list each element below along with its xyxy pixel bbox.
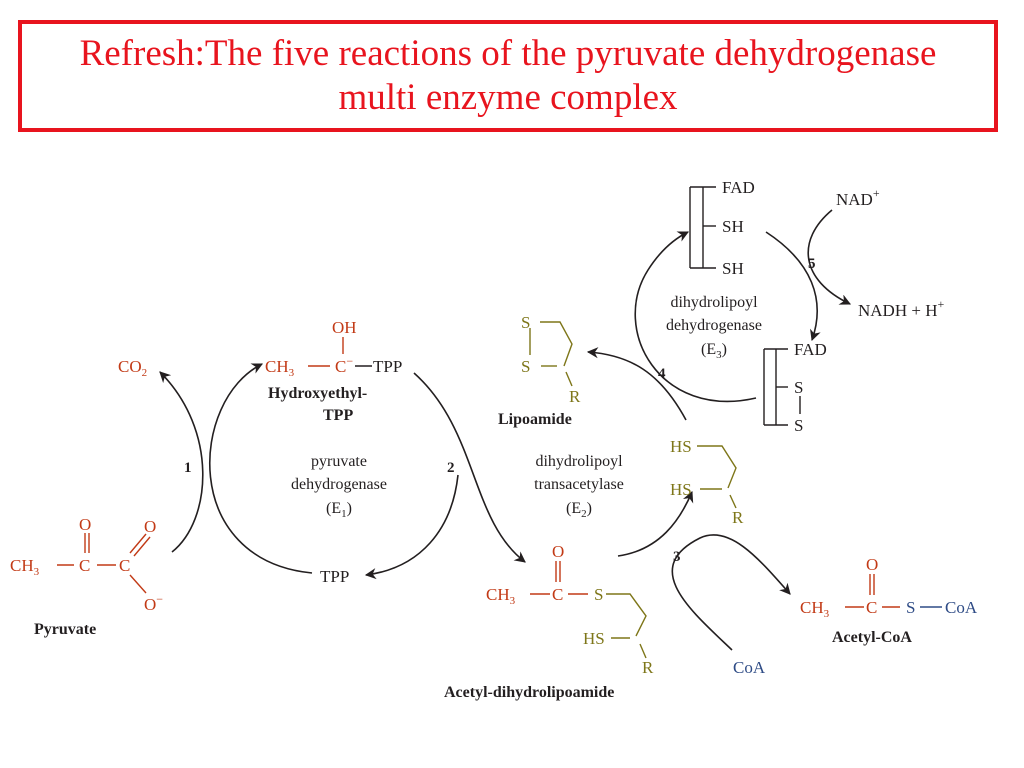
lipoamide-s2: S xyxy=(521,357,530,376)
title-line-1: Refresh:The five reactions of the pyruva… xyxy=(79,33,937,74)
e3-reduced-sh1: SH xyxy=(722,217,744,236)
acetyl-coa-c: C xyxy=(866,598,877,617)
title-box: Refresh:The five reactions of the pyruva… xyxy=(18,20,998,132)
svg-text:dihydrolipoyl: dihydrolipoyl xyxy=(535,453,623,470)
hydroxyethyl-ch3: CH3 xyxy=(265,357,295,379)
arrow-tpp-release xyxy=(364,474,459,580)
acetyl-lipoamide-s: S xyxy=(594,585,603,604)
svg-text:transacetylase: transacetylase xyxy=(534,476,624,493)
step-5: 5 xyxy=(808,256,816,272)
svg-text:pyruvate: pyruvate xyxy=(311,453,367,470)
lipoamide-name: Lipoamide xyxy=(498,411,572,428)
e3-reduced xyxy=(689,186,716,269)
dihydrolipoamide-hs2: HS xyxy=(670,480,692,499)
dihydrolipoamide: HS HS R xyxy=(670,437,744,527)
arrow-hydroxyethyl-to-acetyl-lipoamide xyxy=(413,372,526,563)
acetyl-lipoamide-name: Acetyl-dihydrolipoamide xyxy=(444,684,614,701)
acetyl-dihydrolipoamide: O CH3 C S HS R Acetyl-dihydrolipoamide xyxy=(444,542,654,701)
lipoamide: S S R Lipoamide xyxy=(498,313,581,428)
e3-oxidized-fad: FAD xyxy=(794,340,827,359)
step-4: 4 xyxy=(658,366,666,382)
pyruvate-o2: O xyxy=(144,517,156,536)
svg-text:dehydrogenase: dehydrogenase xyxy=(291,476,387,493)
pyruvate-o-minus: O− xyxy=(144,592,163,614)
svg-text:(E3): (E3) xyxy=(701,341,727,361)
lipoamide-s1: S xyxy=(521,313,530,332)
e3-oxidized-s2: S xyxy=(794,416,803,435)
pyruvate-ch3: CH3 xyxy=(10,556,40,578)
svg-text:dehydrogenase: dehydrogenase xyxy=(666,317,762,334)
enzyme-e2-label: dihydrolipoyl transacetylase (E2) xyxy=(534,453,624,520)
acetyl-lipoamide-c: C xyxy=(552,585,563,604)
acetyl-coa: O CH3 C S CoA Acetyl-CoA xyxy=(800,555,978,646)
hydroxyethyl-tpp-group: TPP xyxy=(373,357,402,376)
pyruvate-name: Pyruvate xyxy=(34,621,96,638)
nad-label: NAD+ xyxy=(836,186,880,209)
pyruvate-c2: C xyxy=(119,556,130,575)
acetyl-lipoamide-o: O xyxy=(552,542,564,561)
pyruvate-c1: C xyxy=(79,556,90,575)
tpp-label: TPP xyxy=(320,567,349,586)
arrow-to-dihydrolipoamide xyxy=(617,490,694,557)
arrow-e3-oxidized-to-reduced xyxy=(634,231,757,403)
arrow-pyruvate-to-co2 xyxy=(159,371,204,553)
arrow-coa-to-acetyl-coa xyxy=(671,534,791,651)
arrow-nad-to-nadh xyxy=(807,209,852,305)
arrow-to-lipoamide xyxy=(586,347,687,421)
reaction-arrows xyxy=(159,209,852,651)
nadh-label: NADH + H+ xyxy=(858,297,944,320)
step-2: 2 xyxy=(447,460,455,476)
svg-text:dihydrolipoyl: dihydrolipoyl xyxy=(670,294,758,311)
e3-reduced-sh2: SH xyxy=(722,259,744,278)
lipoamide-r: R xyxy=(569,387,581,406)
acetyl-coa-s: S xyxy=(906,598,915,617)
dihydrolipoamide-hs1: HS xyxy=(670,437,692,456)
acetyl-lipoamide-hs: HS xyxy=(583,629,605,648)
acetyl-coa-coa: CoA xyxy=(945,598,978,617)
dihydrolipoamide-r: R xyxy=(732,508,744,527)
pyruvate-o1: O xyxy=(79,515,91,534)
step-1: 1 xyxy=(184,460,192,476)
hydroxyethyl-tpp: OH CH3 C− TPP Hydroxyethyl- TPP xyxy=(265,318,402,424)
co2-label: CO2 xyxy=(118,357,147,379)
svg-text:(E2): (E2) xyxy=(566,500,592,520)
coa-label: CoA xyxy=(733,658,766,677)
acetyl-coa-o: O xyxy=(866,555,878,574)
enzyme-e1-label: pyruvate dehydrogenase (E1) xyxy=(291,453,387,520)
title-line-2: multi enzyme complex xyxy=(338,77,678,118)
step-3: 3 xyxy=(673,549,681,565)
e3-oxidized-s1: S xyxy=(794,378,803,397)
arrow-e3-reduced-to-oxidized xyxy=(765,231,821,342)
hydroxyethyl-oh: OH xyxy=(332,318,357,337)
e3-reduced-fad: FAD xyxy=(722,178,755,197)
acetyl-lipoamide-ch3: CH3 xyxy=(486,585,516,607)
svg-text:(E1): (E1) xyxy=(326,500,352,520)
e3-oxidized xyxy=(763,348,801,426)
hydroxyethyl-name-line2: TPP xyxy=(323,407,353,424)
enzyme-e3-label: dihydrolipoyl dehydrogenase (E3) xyxy=(666,294,762,361)
hydroxyethyl-c: C− xyxy=(335,354,353,376)
hydroxyethyl-name-line1: Hydroxyethyl- xyxy=(268,385,367,402)
pyruvate: O O CH3 C C O− Pyruvate xyxy=(10,515,163,638)
acetyl-coa-name: Acetyl-CoA xyxy=(832,629,912,646)
acetyl-lipoamide-r: R xyxy=(642,658,654,677)
acetyl-coa-ch3: CH3 xyxy=(800,598,830,620)
arrow-tpp-to-hydroxyethyl xyxy=(208,363,313,574)
